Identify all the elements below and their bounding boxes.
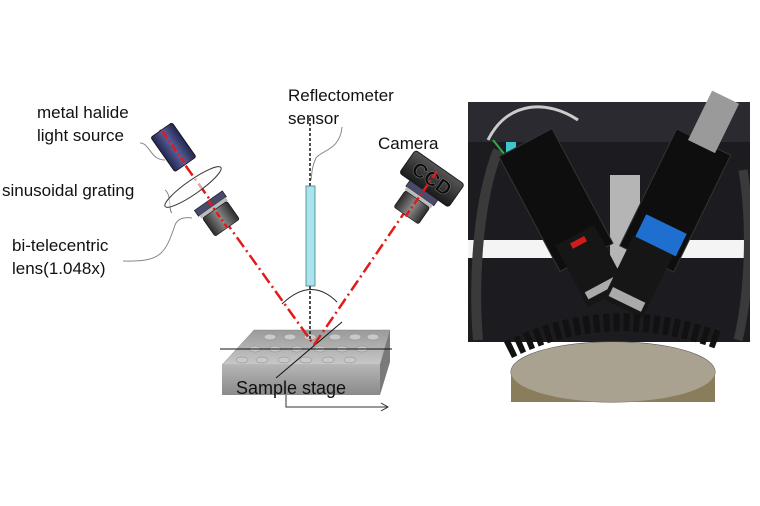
stage-side-face (380, 330, 390, 395)
sinusoidal-grating (164, 166, 222, 208)
label-camera: Camera (378, 134, 439, 153)
photo-rail-right (678, 240, 750, 258)
sensor-rod (305, 185, 316, 287)
apparatus-photo (468, 90, 750, 403)
label-sample-stage: Sample stage (236, 378, 347, 398)
label-reflectometer-line1: Reflectometer (288, 86, 394, 105)
light-source (151, 122, 196, 172)
stage-front-face (222, 365, 380, 395)
stage-motion-arrow (285, 395, 388, 408)
label-lens-line1: bi-telecentric (12, 236, 109, 255)
beam-paths (158, 129, 430, 346)
label-reflectometer-line2: sensor (288, 109, 340, 128)
label-light-source-line2: light source (37, 126, 124, 145)
sample-stage (220, 321, 392, 412)
photo-cable-right (733, 169, 750, 342)
photo-cable-left (471, 148, 503, 341)
leader-light-source (139, 142, 166, 161)
ccd-camera: CCD (394, 150, 464, 224)
leader-lens (122, 217, 193, 262)
label-lens-line2: lens(1.048x) (12, 259, 106, 278)
photo-rail-left (468, 240, 558, 258)
stage-y-axis (275, 321, 343, 379)
label-grating: sinusoidal grating (2, 181, 135, 200)
photo-right-camera-assembly (602, 90, 740, 319)
telecentric-lens (193, 190, 240, 236)
leader-lines (122, 126, 343, 262)
leader-reflectometer (310, 126, 343, 181)
reflected-beam (312, 177, 430, 346)
reflectometer-sensor (305, 118, 316, 340)
label-light-source-line1: metal halide (37, 103, 129, 122)
angle-arc (281, 289, 338, 305)
incident-beam (158, 129, 316, 346)
